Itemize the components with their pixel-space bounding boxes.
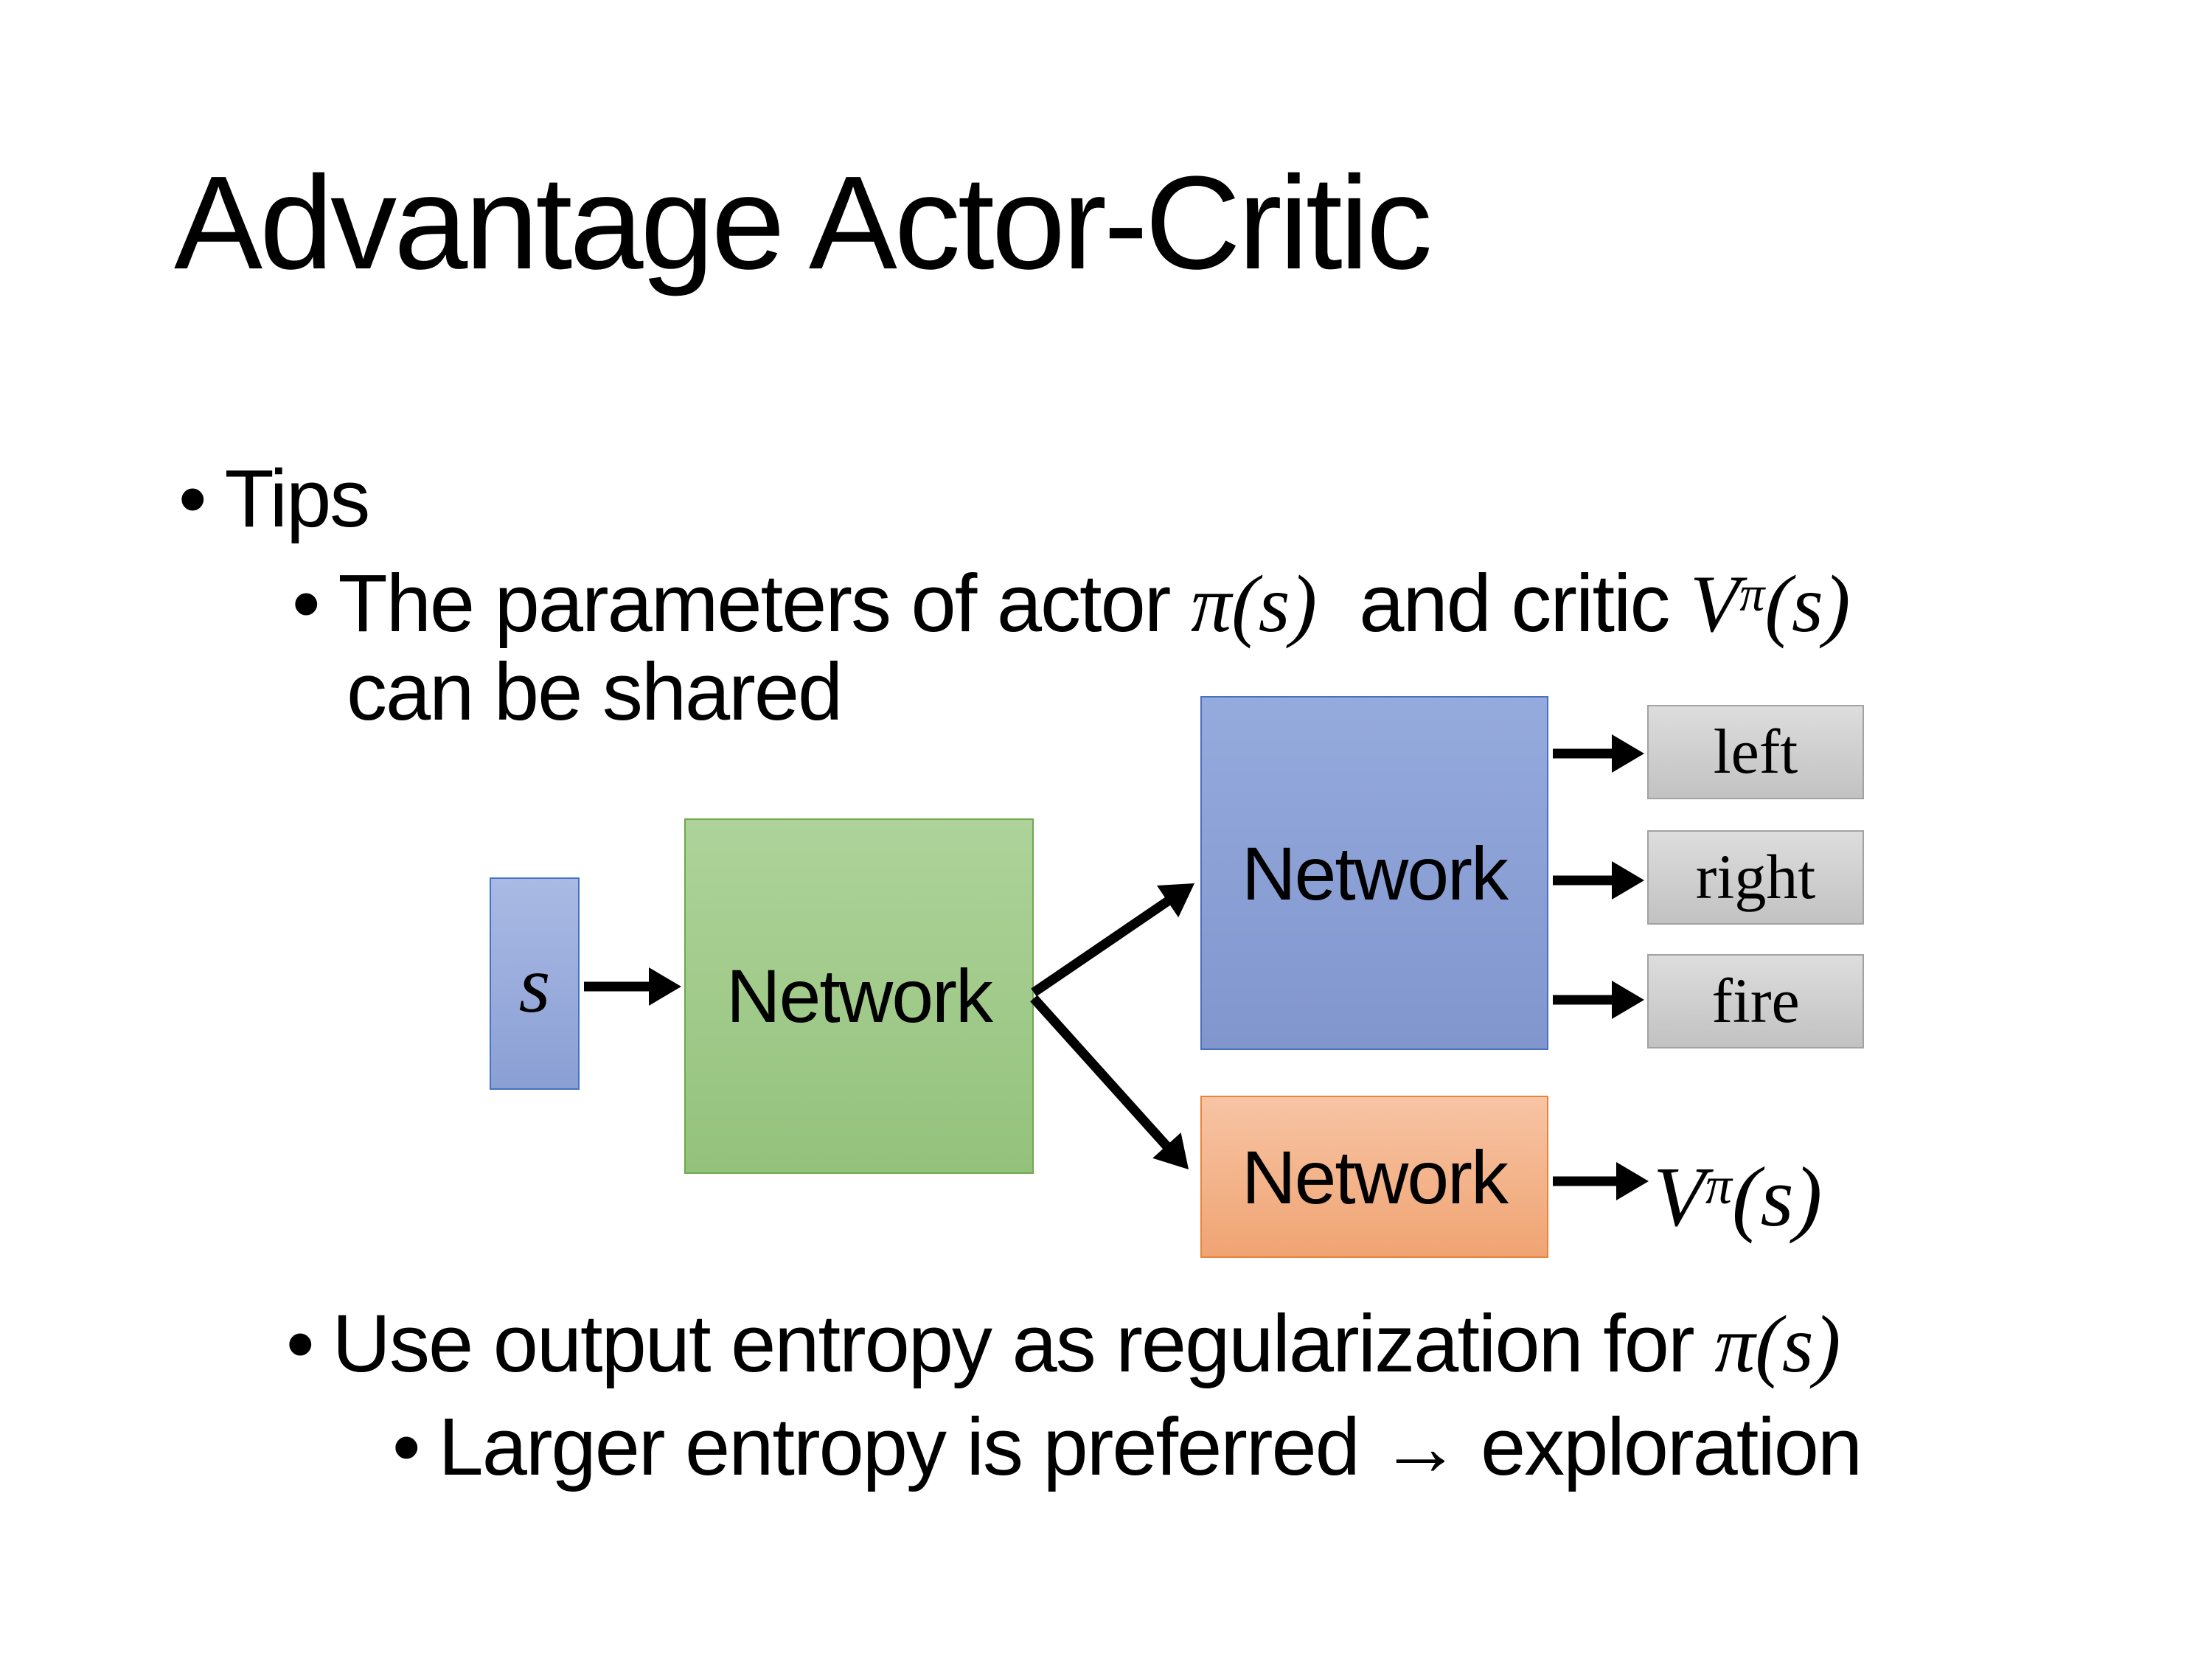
arrow-actor-to-fire — [1553, 981, 1644, 1019]
arrow-shared-to-critic — [1030, 995, 1189, 1169]
math-v: V — [1690, 559, 1740, 649]
bullet-entropy-regularization: • Use output entropy as regularization f… — [286, 1295, 1840, 1394]
bullet-entropy-text: Use output entropy as regularization for… — [333, 1295, 1841, 1394]
bullet-dot: • — [392, 1401, 421, 1492]
action-label-right: right — [1695, 843, 1816, 912]
action-box-right: right — [1647, 830, 1864, 925]
math-pi-s: π(s) — [1714, 1299, 1841, 1389]
math-v-superscript-pi: π — [1705, 1155, 1732, 1215]
bullet-dot: • — [178, 453, 207, 544]
arrow-actor-to-right — [1553, 861, 1644, 900]
arrow-shared-to-actor — [1031, 883, 1194, 997]
bullet-dot: • — [292, 557, 321, 649]
arrow-actor-to-left — [1553, 734, 1644, 773]
critic-network-label: Network — [1241, 1135, 1509, 1219]
slide-title: Advantage Actor-Critic — [174, 150, 1433, 298]
action-label-left: left — [1713, 717, 1798, 787]
text-run: can be shared — [347, 646, 843, 737]
bullet-shared-params-line2: can be shared — [347, 643, 843, 740]
math-v-args: (s) — [1764, 559, 1851, 649]
actor-network-box: Network — [1200, 696, 1548, 1050]
shared-network-label: Network — [726, 954, 993, 1038]
critic-network-box: Network — [1200, 1096, 1548, 1258]
text-run: Use output entropy as regularization for — [332, 1298, 1715, 1389]
math-v: V — [1653, 1149, 1705, 1245]
text-run: and critic — [1317, 557, 1691, 649]
arrow-state-to-shared — [584, 967, 681, 1006]
text-run: Larger entropy is preferred → exploratio… — [438, 1401, 1863, 1492]
bullet-tips-label: Tips — [224, 453, 371, 544]
action-label-fire: fire — [1711, 967, 1800, 1036]
text-run: The parameters of actor — [338, 557, 1191, 649]
action-box-fire: fire — [1647, 954, 1864, 1048]
bullet-dot: • — [286, 1298, 315, 1389]
math-pi-s: π(s) — [1190, 559, 1318, 649]
bullet-tips: • Tips — [178, 450, 371, 547]
actor-network-label: Network — [1241, 831, 1509, 915]
bullet-shared-params-line1: • The parameters of actor π(s) and criti… — [292, 554, 1851, 665]
math-v-args: (s) — [1731, 1149, 1823, 1245]
bullet-larger-entropy: • Larger entropy is preferred → explorat… — [392, 1398, 1863, 1495]
state-label: s — [518, 939, 551, 1029]
bullet-shared-params-text: The parameters of actor π(s) and critic … — [338, 554, 1851, 665]
math-v-superscript-pi: π — [1739, 567, 1765, 622]
value-function-output: Vπ(s) — [1653, 1147, 1822, 1246]
action-box-left: left — [1647, 705, 1864, 799]
state-input-box: s — [490, 877, 580, 1090]
arrow-critic-to-value — [1553, 1162, 1649, 1200]
shared-network-box: Network — [684, 818, 1034, 1174]
